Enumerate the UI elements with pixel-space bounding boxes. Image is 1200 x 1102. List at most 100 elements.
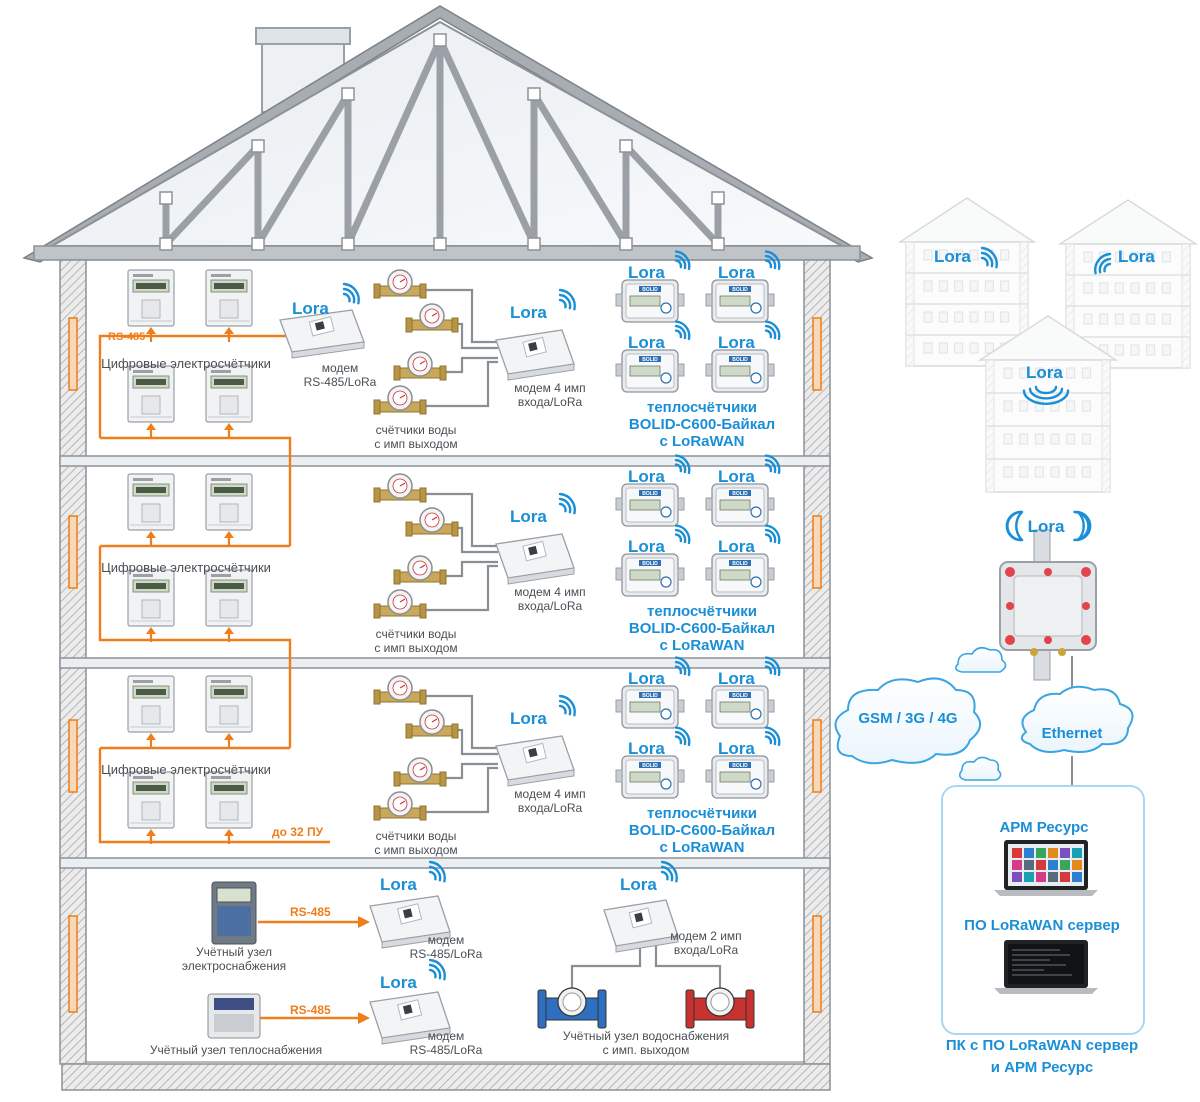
heat-meters-label: теплосчётчики <box>647 603 757 620</box>
heat-meters-label: BOLID-C600-Байкал <box>629 822 775 839</box>
rs485-arrows <box>358 916 370 1024</box>
gsm-label: GSM / 3G / 4G <box>858 710 957 727</box>
electricity-meter-icon <box>205 365 253 423</box>
radio-waves-icon <box>1005 510 1092 542</box>
pulse-wire <box>654 946 722 990</box>
bus-drop-arrow <box>224 829 234 844</box>
heat-meter-icon: BOLID <box>615 755 685 799</box>
lora-label: Lora <box>628 537 665 556</box>
water-meters-label: с имп выходом <box>374 843 457 857</box>
heat-meter-icon: BOLID <box>615 279 685 323</box>
pulse-wire <box>426 564 498 612</box>
water-meter-icon <box>373 269 427 299</box>
water-node-label: Учётный узел водоснабжения <box>563 1029 729 1043</box>
lora-label: Lora <box>1118 247 1155 266</box>
pulse-wire <box>426 492 498 548</box>
neighbor-houses <box>897 197 1199 493</box>
heat-node-meter-icon <box>207 993 261 1039</box>
laptop-server-icon <box>994 940 1098 994</box>
heat-meter-icon: BOLID <box>615 685 685 729</box>
rs485-bus <box>98 334 358 1020</box>
heat-meters-label: теплосчётчики <box>647 399 757 416</box>
lora-label: Lora <box>628 333 665 352</box>
lora-label: Lora <box>510 709 547 728</box>
lora-label: Lora <box>510 507 547 526</box>
radio-waves-icon <box>558 288 576 311</box>
brand-label: BOLID <box>732 763 748 769</box>
heat-meters-label: BOLID-C600-Байкал <box>629 620 775 637</box>
neighbor-house <box>897 197 1037 367</box>
bus-drop-arrow <box>146 531 156 546</box>
water-meter-icon <box>393 351 447 381</box>
water-meter-icon <box>393 757 447 787</box>
elec-node-label: Учётный узел <box>196 945 272 959</box>
modem-label: входа/LoRa <box>518 395 583 409</box>
lora-modem-icon <box>603 899 679 953</box>
heat-meter-icon: BOLID <box>705 755 775 799</box>
cloud-small-1 <box>954 646 1007 673</box>
water-meters-label: счётчики воды <box>376 829 457 843</box>
water-node-label: с имп. выходом <box>603 1043 690 1057</box>
pulse-wire <box>426 360 498 408</box>
rs485-label: RS-485 <box>108 331 145 343</box>
foundation <box>61 1063 831 1091</box>
arm-label: АРМ Ресурс <box>999 819 1088 836</box>
gateway-lora-label: Lora <box>1028 517 1065 536</box>
water-meter-icon <box>405 709 459 739</box>
radio-waves-icon <box>764 524 781 545</box>
heat-meter-icon: BOLID <box>705 279 775 323</box>
radio-waves-icon <box>764 726 781 747</box>
bus-drop-arrow <box>224 423 234 438</box>
radio-waves-icon <box>674 656 691 677</box>
gsm-cloud <box>834 677 981 765</box>
server-caption: и АРМ Ресурс <box>991 1059 1093 1076</box>
water-meter-icon <box>373 675 427 705</box>
heat-meter-icon: BOLID <box>705 349 775 393</box>
brand-label: BOLID <box>642 561 658 567</box>
radio-waves-icon <box>342 282 360 305</box>
pulse-wire <box>446 762 498 780</box>
bus-drop-arrow <box>146 733 156 748</box>
lora-label: Lora <box>718 669 755 688</box>
heat-meter-icon: BOLID <box>705 685 775 729</box>
bus-drop-arrow <box>224 733 234 748</box>
modem-label: модем <box>428 1029 465 1043</box>
lora-label: Lora <box>628 263 665 282</box>
modem-label: RS-485/LoRa <box>410 947 483 961</box>
radio-waves-icon <box>428 860 446 883</box>
server-caption: ПК с ПО LoRaWAN сервер <box>946 1037 1138 1054</box>
heat-meter-icon: BOLID <box>615 483 685 527</box>
heat-meter-icon: BOLID <box>705 483 775 527</box>
electricity-meter-icon <box>127 365 175 423</box>
water-meter-icon <box>405 303 459 333</box>
radio-waves-icon <box>674 726 691 747</box>
lora-label: Lora <box>718 333 755 352</box>
brand-label: BOLID <box>642 693 658 699</box>
elec-node-label: электроснабжения <box>182 959 286 973</box>
modem-label: модем 2 имп <box>670 929 741 943</box>
bus-drop-arrow <box>224 327 234 342</box>
elec-meters-label: Цифровые электросчётчики <box>101 356 271 371</box>
flow-meter-icon <box>685 987 755 1029</box>
heat-meters-label: с LoRaWAN <box>659 433 744 450</box>
lora-label: Lora <box>718 739 755 758</box>
modem-label: RS-485/LoRa <box>410 1043 483 1057</box>
lora-gateway <box>999 529 1097 700</box>
lora-label: Lora <box>628 739 665 758</box>
modem-label: RS-485/LoRa <box>304 375 377 389</box>
rs485-label: RS-485 <box>290 1003 331 1017</box>
water-meters-label: счётчики воды <box>376 627 457 641</box>
server-box <box>941 785 1145 1035</box>
bus-drop-arrow <box>146 423 156 438</box>
brand-label: BOLID <box>732 357 748 363</box>
ethernet-cloud <box>1020 685 1134 786</box>
modem-label: модем 4 имп <box>514 787 585 801</box>
roof <box>22 5 874 263</box>
pulse-wire <box>426 766 498 814</box>
lora-label: Lora <box>628 467 665 486</box>
modem-label: входа/LoRa <box>518 801 583 815</box>
electricity-meter-icon <box>127 269 175 327</box>
elec-meters-label: Цифровые электросчётчики <box>101 762 271 777</box>
electricity-meter-icon <box>205 473 253 531</box>
